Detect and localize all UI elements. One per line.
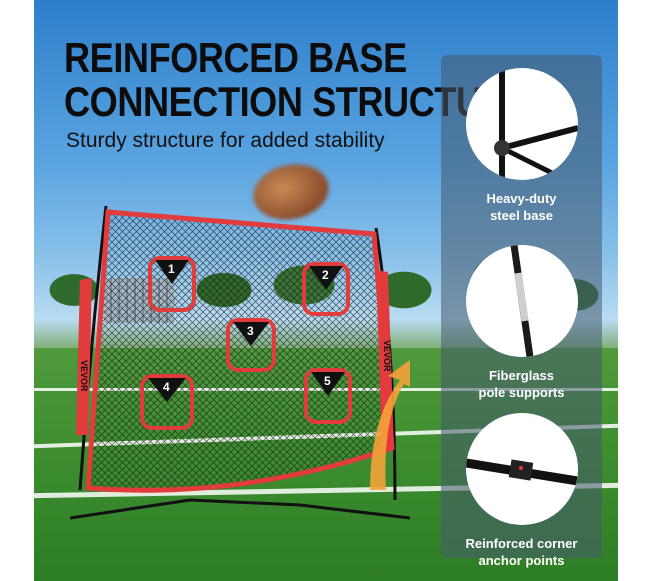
training-net: VEVOR VEVOR 1 2 3 4 5 <box>70 205 410 520</box>
feature-label: Reinforced corner anchor points <box>465 536 578 568</box>
fiberglass-pole-icon <box>465 245 578 357</box>
target-1-number: 1 <box>168 262 175 276</box>
target-4: 4 <box>140 374 194 430</box>
target-2-number: 2 <box>322 268 329 282</box>
feature-steel-base: Heavy-duty steel base <box>441 68 602 224</box>
net-mesh <box>85 209 395 493</box>
target-5: 5 <box>304 368 352 424</box>
target-2: 2 <box>302 262 350 316</box>
corner-anchor-icon <box>465 413 578 525</box>
frame-pole-left <box>78 205 108 491</box>
feature-corner-anchors: Reinforced corner anchor points <box>441 413 602 569</box>
feature-fiberglass-poles: Fiberglass pole supports <box>441 245 602 401</box>
brand-left: VEVOR <box>79 360 89 392</box>
title-line-1: REINFORCED BASE <box>64 34 407 81</box>
target-3-number: 3 <box>247 324 254 338</box>
target-5-number: 5 <box>324 374 331 388</box>
feature-label: Heavy-duty steel base <box>486 191 557 223</box>
subtitle: Sturdy structure for added stability <box>66 129 385 152</box>
brand-right: VEVOR <box>382 340 392 372</box>
target-3: 3 <box>226 318 276 372</box>
feature-panel: Heavy-duty steel base Fiberglass pole su… <box>441 55 602 568</box>
target-1: 1 <box>148 256 196 312</box>
base-legs <box>70 498 410 520</box>
steel-base-icon <box>465 68 578 180</box>
pointer-arrow <box>370 360 410 490</box>
feature-label: Fiberglass pole supports <box>478 368 565 400</box>
sleeve-left <box>76 278 92 435</box>
target-4-number: 4 <box>163 380 170 394</box>
